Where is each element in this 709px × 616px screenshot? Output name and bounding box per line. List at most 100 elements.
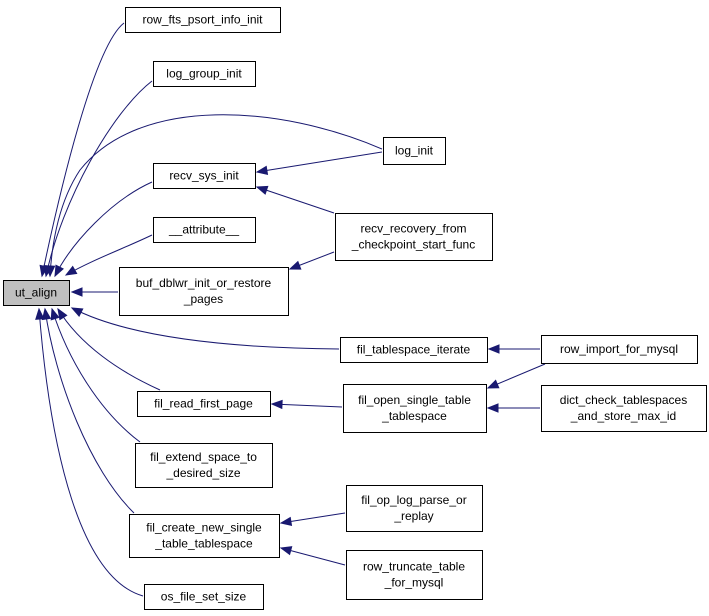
edge-line <box>45 80 153 277</box>
node-label: dict_check_tablespaces <box>560 393 687 407</box>
arrowhead <box>279 546 293 556</box>
node-label: _tablespace <box>381 409 447 423</box>
edge-__attribute__-to-ut_align <box>64 234 153 276</box>
edge-fil_op_log_parse_or_replay-to-fil_create_new_single_table_tablespace <box>279 512 346 527</box>
node-label: row_fts_psort_info_init <box>142 13 263 27</box>
edge-line <box>256 186 335 214</box>
edge-buf_dblwr_init_or_restore_pages-to-ut_align <box>70 287 118 297</box>
arrowhead <box>255 185 269 195</box>
node-box <box>153 217 256 243</box>
edge-row_fts_psort_info_init-to-ut_align <box>39 22 125 278</box>
edge-line <box>54 181 153 277</box>
node-label: row_import_for_mysql <box>560 342 678 356</box>
arrowhead <box>64 265 78 276</box>
node-row_fts_psort_info_init[interactable]: row_fts_psort_info_init <box>125 7 281 33</box>
node-__attribute__[interactable]: __attribute__ <box>153 217 256 243</box>
node-label: os_file_set_size <box>161 590 247 604</box>
node-box <box>340 337 488 363</box>
edge-line <box>41 22 125 277</box>
node-box <box>144 584 264 610</box>
node-recv_sys_init[interactable]: recv_sys_init <box>153 163 256 189</box>
node-box <box>125 7 281 33</box>
node-os_file_set_size[interactable]: os_file_set_size <box>144 584 264 610</box>
node-recv_recovery_from_checkpoint_start_func[interactable]: recv_recovery_from _checkpoint_start_func <box>335 213 493 261</box>
node-label: fil_op_log_parse_or <box>361 493 466 507</box>
node-label: _desired_size <box>165 466 240 480</box>
node-row_truncate_table_for_mysql[interactable]: row_truncate_table _for_mysql <box>346 550 483 600</box>
node-box <box>119 267 289 316</box>
arrowhead <box>288 260 302 270</box>
edge-recv_recovery_from_checkpoint_start_func-to-buf_dblwr_init_or_restore_pages <box>288 251 335 270</box>
arrowhead <box>50 307 60 321</box>
arrowhead <box>270 399 283 410</box>
node-label: _and_store_max_id <box>570 409 676 423</box>
edge-line <box>271 403 343 408</box>
node-ut_align[interactable]: ut_align <box>3 280 70 306</box>
edge-line <box>57 308 161 391</box>
edge-line <box>44 308 135 514</box>
edge-log_init-to-ut_align <box>45 114 383 278</box>
edge-line <box>38 308 144 597</box>
node-log_group_init[interactable]: log_group_init <box>153 61 256 87</box>
node-label: log_init <box>395 144 434 158</box>
node-box <box>129 514 280 558</box>
node-fil_op_log_parse_or_replay[interactable]: fil_op_log_parse_or _replay <box>346 485 483 532</box>
node-box <box>153 163 256 189</box>
arrowhead <box>41 307 52 321</box>
edge-row_truncate_table_for_mysql-to-fil_create_new_single_table_tablespace <box>279 546 346 566</box>
node-buf_dblwr_init_or_restore_pages[interactable]: buf_dblwr_init_or_restore_pages <box>119 267 289 316</box>
node-label: _replay <box>393 509 433 523</box>
node-label: _pages <box>183 292 223 306</box>
edge-log_group_init-to-ut_align <box>43 80 153 278</box>
node-box <box>153 61 256 87</box>
edge-row_import_for_mysql-to-fil_open_single_table_tablespace <box>486 363 546 389</box>
node-box <box>346 550 483 600</box>
edge-fil_read_first_page-to-ut_align <box>57 307 161 391</box>
node-fil_create_new_single_table_tablespace[interactable]: fil_create_new_single_table_tablespace <box>129 514 280 558</box>
node-box <box>343 384 487 433</box>
edge-dict_check_tablespaces_and_store_max_id-to-fil_open_single_table_tablespace <box>486 403 540 413</box>
node-label: fil_open_single_table <box>358 393 471 407</box>
edge-fil_tablespace_iterate-to-ut_align <box>70 307 340 350</box>
edge-line <box>71 307 340 350</box>
arrowhead <box>487 344 500 354</box>
node-label: __attribute__ <box>168 223 239 237</box>
node-label: recv_recovery_from <box>360 222 466 236</box>
node-dict_check_tablespaces_and_store_max_id[interactable]: dict_check_tablespaces _and_store_max_id <box>541 385 707 432</box>
edge-recv_sys_init-to-ut_align <box>54 181 153 278</box>
node-box <box>137 391 271 417</box>
node-box <box>541 335 698 364</box>
node-row_import_for_mysql[interactable]: row_import_for_mysql <box>541 335 698 364</box>
node-label: row_truncate_table <box>363 560 465 574</box>
node-log_init[interactable]: log_init <box>383 137 446 165</box>
node-label: fil_tablespace_iterate <box>357 343 471 357</box>
node-box <box>335 213 493 261</box>
edge-line <box>280 512 346 524</box>
node-fil_tablespace_iterate[interactable]: fil_tablespace_iterate <box>340 337 488 363</box>
arrowhead <box>35 307 45 320</box>
node-box <box>3 280 70 306</box>
edge-fil_extend_space_to_desired_size-to-ut_align <box>50 307 141 443</box>
arrowhead <box>486 403 499 413</box>
arrowhead <box>255 165 269 176</box>
edge-line <box>256 151 383 173</box>
edge-line <box>280 547 346 566</box>
arrowhead <box>45 265 56 278</box>
node-label: _checkpoint_start_func <box>351 238 475 252</box>
node-label: fil_extend_space_to <box>150 450 257 464</box>
arrowhead <box>70 307 84 317</box>
edge-row_import_for_mysql-to-fil_tablespace_iterate <box>487 344 540 354</box>
arrowhead <box>279 516 293 527</box>
edge-fil_open_single_table_tablespace-to-fil_read_first_page <box>270 399 343 410</box>
arrowhead <box>486 379 500 389</box>
node-fil_extend_space_to_desired_size[interactable]: fil_extend_space_to _desired_size <box>135 443 273 488</box>
node-label: _for_mysql <box>384 576 444 590</box>
node-box <box>346 485 483 532</box>
node-label: fil_create_new_single <box>146 521 262 535</box>
node-fil_open_single_table_tablespace[interactable]: fil_open_single_table _tablespace <box>343 384 487 433</box>
node-box <box>541 385 707 432</box>
node-label: ut_align <box>15 286 57 300</box>
node-fil_read_first_page[interactable]: fil_read_first_page <box>137 391 271 417</box>
edge-log_init-to-recv_sys_init <box>255 151 383 176</box>
